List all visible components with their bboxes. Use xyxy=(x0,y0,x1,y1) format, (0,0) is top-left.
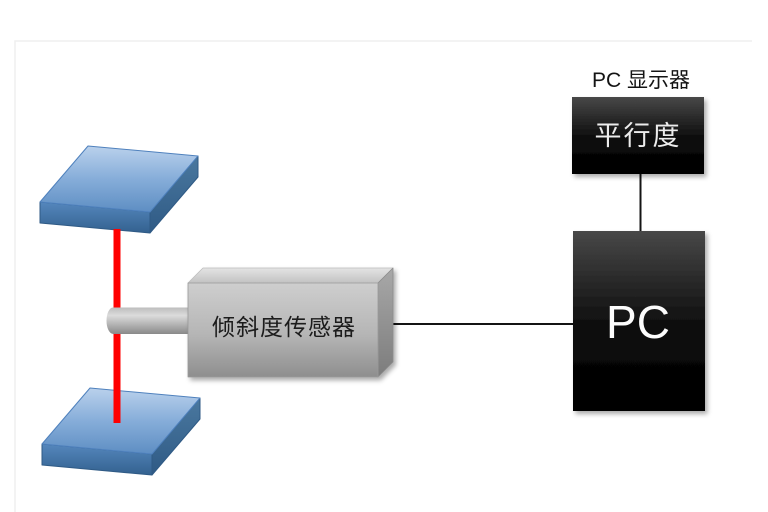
bottom-plate xyxy=(41,387,201,476)
sensor-side-face xyxy=(377,267,394,378)
top-plate-top-face xyxy=(39,145,199,213)
sensor-top-face xyxy=(187,267,394,284)
sensor-shaft-body xyxy=(113,307,189,334)
sensor-label: 倾斜度传感器 xyxy=(212,314,356,340)
monitor-caption: PC 显示器 xyxy=(592,69,690,92)
bottom-plate-top-face xyxy=(41,387,201,455)
sensor-shaft xyxy=(106,307,189,334)
pc-box xyxy=(573,231,705,411)
parallelism-label: 平行度 xyxy=(595,121,682,151)
canvas-border xyxy=(14,40,752,512)
top-plate xyxy=(39,145,199,234)
sensor-front-face xyxy=(187,282,379,378)
tilt-sensor-box xyxy=(187,267,394,378)
pc-label: PC xyxy=(606,296,670,348)
monitor-box xyxy=(572,97,704,174)
